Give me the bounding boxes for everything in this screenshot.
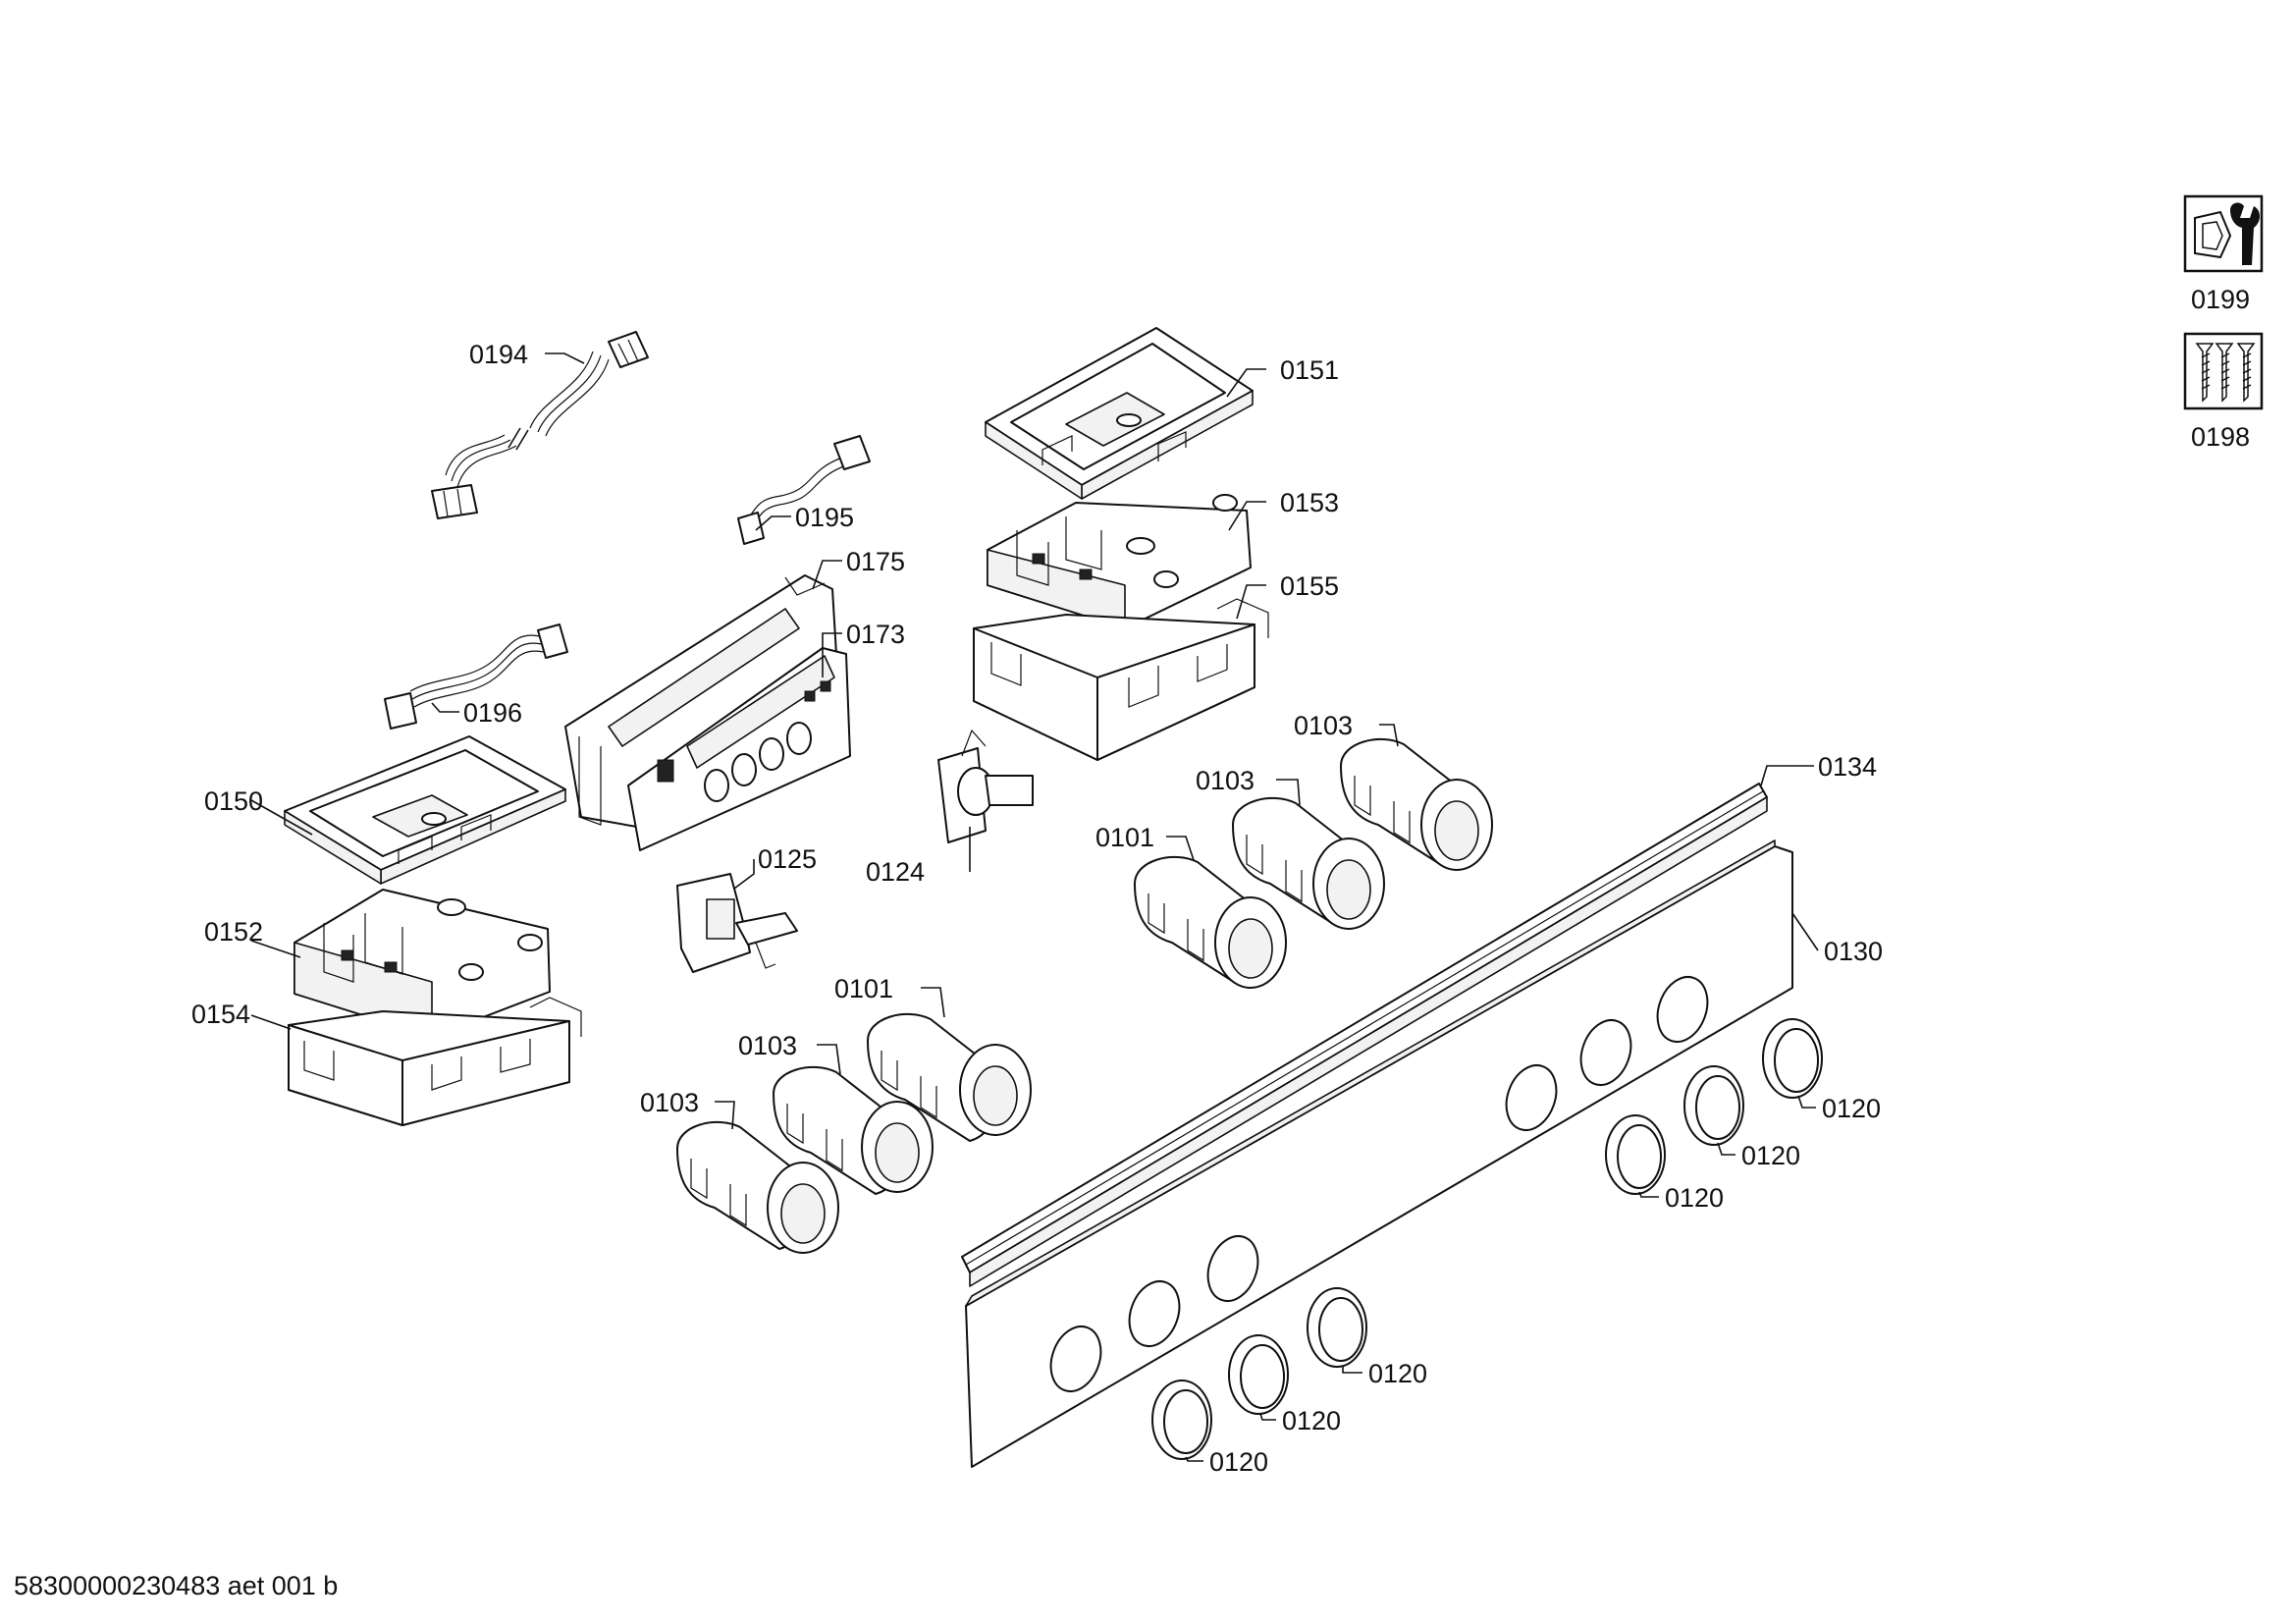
rings-0120 [1151, 1018, 1823, 1460]
screws-icon [2195, 343, 2256, 403]
label-0150: 0150 [204, 786, 263, 816]
label-0120-1: 0120 [1822, 1094, 1881, 1123]
trim-strip-0134 [961, 783, 1768, 1287]
leader-lines [250, 352, 1819, 1462]
knob-group-right [1134, 737, 1493, 989]
knob-0101-a [1134, 855, 1287, 989]
label-0153: 0153 [1280, 488, 1339, 517]
wire-harness-0195 [737, 435, 871, 545]
label-0103-c: 0103 [738, 1031, 797, 1060]
side-icon-label-0199: 0199 [2191, 285, 2250, 314]
knob-0103-a [1340, 737, 1493, 871]
label-0101-a: 0101 [1095, 823, 1154, 852]
knob-0101-b [867, 1012, 1032, 1142]
knob-0103-b [1232, 796, 1385, 930]
label-0120-5: 0120 [1282, 1406, 1341, 1435]
label-0130: 0130 [1824, 937, 1883, 966]
label-0155: 0155 [1280, 571, 1339, 601]
label-0124: 0124 [866, 857, 925, 887]
label-0103-d: 0103 [640, 1088, 699, 1117]
label-0175: 0175 [846, 547, 905, 576]
wire-harness-0194 [431, 331, 649, 519]
control-box-right [973, 327, 1269, 761]
switch-0124 [937, 729, 1034, 843]
label-0154: 0154 [191, 1000, 250, 1029]
control-panel-0130 [965, 839, 1793, 1468]
label-0120-4: 0120 [1368, 1359, 1427, 1388]
label-0194: 0194 [469, 340, 528, 369]
knob-group-left [676, 1012, 1032, 1254]
control-box-left [284, 735, 582, 1126]
wire-harness-0196 [384, 623, 568, 730]
part-labels: 0194 0195 0175 0173 0196 0150 0152 0154 … [191, 340, 1883, 1477]
switch-0125 [676, 873, 798, 973]
ring-0120-6 [1151, 1380, 1212, 1460]
wrench-nut-icon [2194, 202, 2260, 265]
ring-0120-5 [1228, 1334, 1289, 1415]
label-0152: 0152 [204, 917, 263, 947]
document-code: 58300000230483 aet 001 b [14, 1571, 338, 1600]
ring-0120-2 [1683, 1065, 1744, 1146]
label-0125: 0125 [758, 844, 817, 874]
label-0103-a: 0103 [1294, 711, 1353, 740]
label-0195: 0195 [795, 503, 854, 532]
side-icon-screws[interactable]: 0198 [2183, 332, 2264, 452]
side-icon-wrench[interactable]: 0199 [2183, 194, 2264, 314]
label-0196: 0196 [463, 698, 522, 728]
side-icon-label-0198: 0198 [2191, 422, 2250, 452]
label-0120-2: 0120 [1741, 1141, 1800, 1170]
label-0151: 0151 [1280, 355, 1339, 385]
knob-0103-d [676, 1120, 839, 1254]
label-0173: 0173 [846, 620, 905, 649]
knob-0103-c [773, 1065, 934, 1195]
label-0134: 0134 [1818, 752, 1877, 782]
ring-0120-4 [1307, 1287, 1367, 1368]
label-0101-b: 0101 [834, 974, 893, 1003]
label-0120-6: 0120 [1209, 1447, 1268, 1477]
ring-0120-3 [1605, 1114, 1666, 1195]
display-module [564, 574, 851, 851]
label-0103-b: 0103 [1196, 766, 1255, 795]
ring-0120-1 [1762, 1018, 1823, 1099]
label-0120-3: 0120 [1665, 1183, 1724, 1213]
